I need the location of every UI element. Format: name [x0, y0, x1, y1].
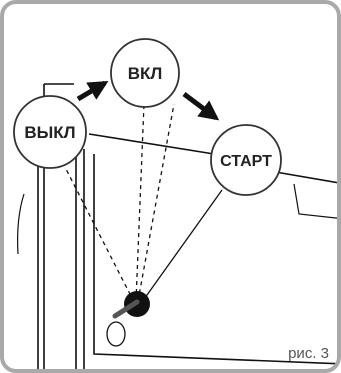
state-start: СТАРТ — [210, 124, 282, 196]
pointer-to-off — [65, 168, 135, 303]
state-off: ВЫКЛ — [13, 95, 87, 169]
outline-lines — [17, 83, 337, 369]
pointer-lines — [65, 103, 223, 303]
state-on-circle — [110, 38, 180, 108]
arrow-on-to-start — [182, 92, 220, 121]
pointer-to-on-2 — [137, 103, 175, 302]
left-curve — [17, 193, 25, 255]
pointer-to-start — [141, 189, 223, 303]
state-start-label: СТАРТ — [220, 153, 272, 170]
ignition-diagram: ВЫКЛ ВКЛ СТАРТ рис. 3 — [13, 38, 337, 369]
key-ring — [106, 321, 126, 347]
state-off-label: ВЫКЛ — [24, 123, 75, 142]
state-start-circle — [210, 124, 282, 196]
state-on: ВКЛ — [110, 38, 180, 108]
ignition-key — [106, 291, 150, 347]
bracket-line — [93, 154, 337, 365]
transition-arrows — [76, 80, 220, 121]
horizontal-line — [88, 133, 215, 155]
state-on-label: ВКЛ — [128, 64, 163, 83]
arrow-off-to-on — [76, 80, 109, 102]
figure-caption: рис. 3 — [288, 345, 329, 362]
right-lower-line — [293, 183, 337, 219]
key-blade — [112, 299, 140, 319]
pointer-to-on — [135, 103, 145, 302]
state-off-circle — [13, 95, 87, 169]
